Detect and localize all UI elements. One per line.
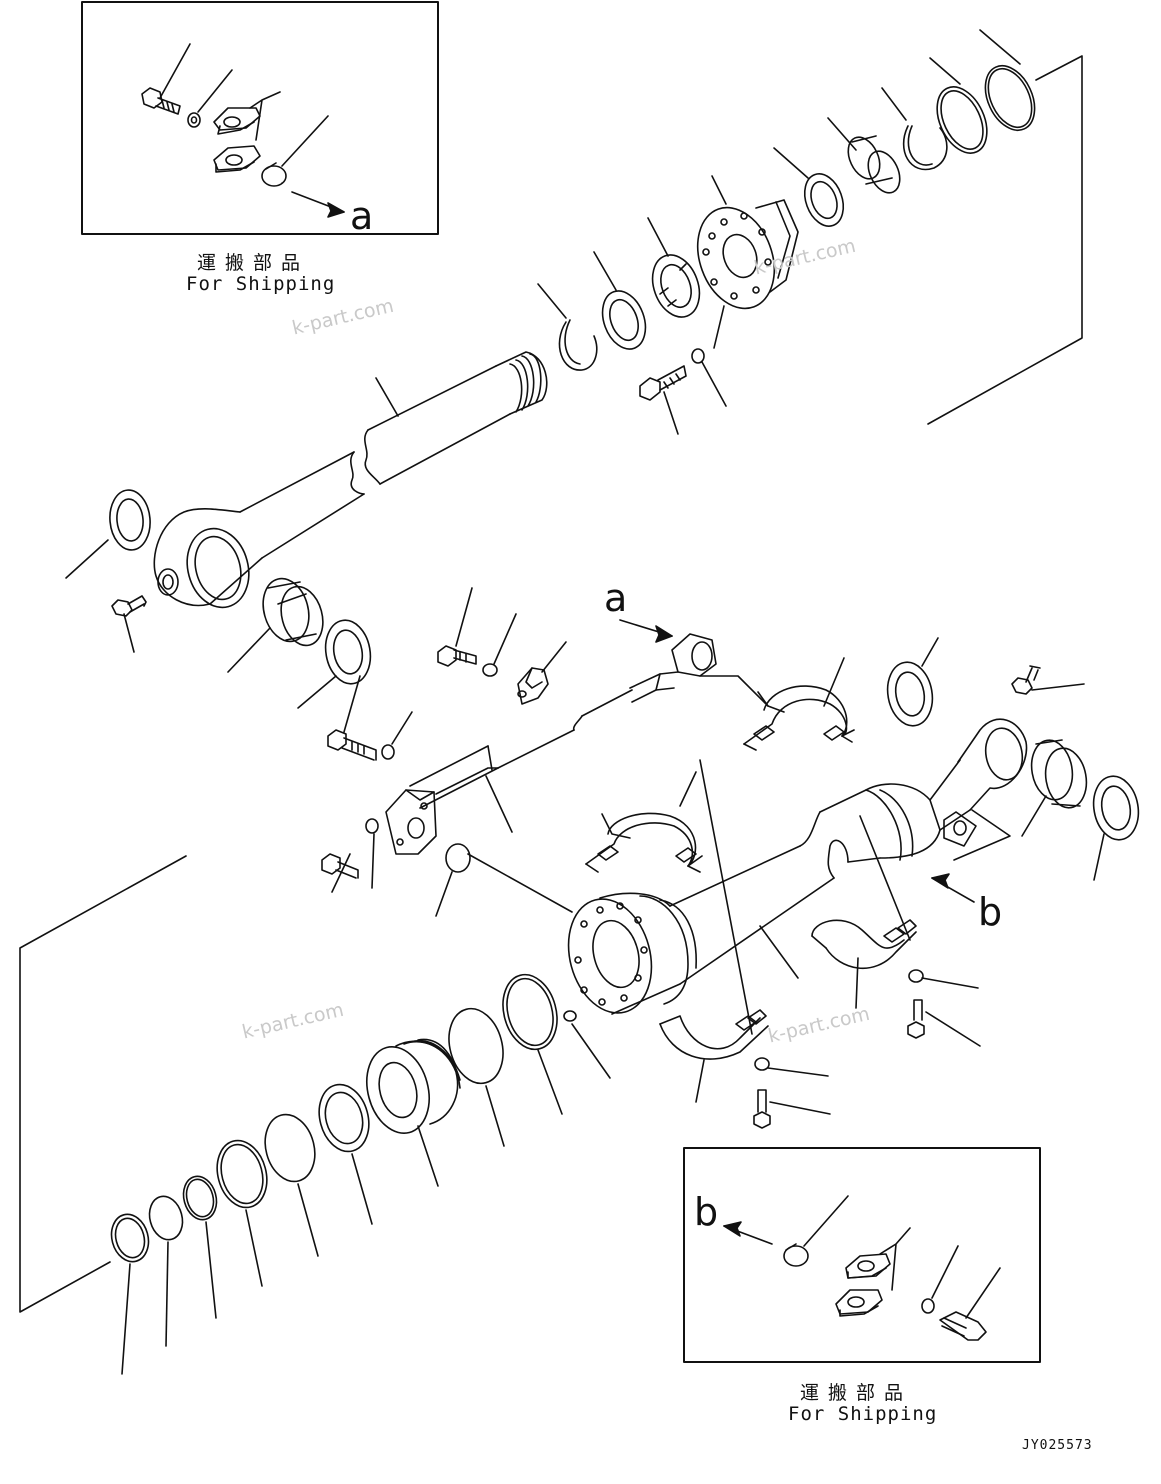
backup-ring-small xyxy=(182,1175,218,1319)
ref-b-label: b xyxy=(978,890,1003,934)
set-screw xyxy=(563,1010,611,1079)
shipping-box-bottom-frame xyxy=(683,1147,1041,1363)
split-flange-lower xyxy=(385,789,437,855)
shipping-top-label-en: For Shipping xyxy=(186,273,336,295)
shipping-top-leader xyxy=(249,91,281,141)
backup-ring xyxy=(929,57,988,154)
bracket-line-top-right xyxy=(927,55,1083,425)
bottom-end-bushing xyxy=(1021,739,1088,837)
shipping-bottom-label-jp: 運搬部品 xyxy=(800,1382,913,1404)
flange-bolt-lower-2 xyxy=(321,853,359,893)
arrow-to-a-top xyxy=(291,191,345,218)
bottom-end-seal xyxy=(886,637,939,727)
flange-washer-upper xyxy=(482,613,517,677)
cylinder-head xyxy=(696,175,799,349)
shipping-box-top-frame xyxy=(81,1,439,235)
ref-a-label: a xyxy=(604,576,628,620)
snap-ring xyxy=(881,87,948,171)
flange-washer-lower-2 xyxy=(365,818,379,889)
rod-end-dust-seal xyxy=(297,619,372,709)
rod-end-eye xyxy=(153,508,263,609)
ref-a-elbow xyxy=(629,633,717,703)
shipping-bottom-label-en: For Shipping xyxy=(788,1403,938,1425)
cushion-ring xyxy=(318,1083,373,1225)
wear-ring-1 xyxy=(502,973,563,1115)
clamp-bottom-washer xyxy=(754,1057,829,1077)
wear-ring-2 xyxy=(448,1007,505,1147)
dust-seal xyxy=(773,147,845,227)
cylinder-tube xyxy=(567,718,1028,1015)
ref-a-arrow xyxy=(619,619,673,643)
clamp-lower-right xyxy=(811,815,917,1009)
shipping-bottom-leader xyxy=(879,1227,911,1291)
shipping-top-label-jp: 運搬部品 xyxy=(197,252,310,274)
flange-washer-lower-1 xyxy=(381,711,413,760)
shipping-top-washer xyxy=(187,69,233,128)
flange-bolt-upper xyxy=(437,587,477,667)
rod-packing xyxy=(593,251,647,350)
bottom-end-dust-seal xyxy=(1092,775,1140,881)
shipping-top-bolt xyxy=(141,43,191,115)
hydraulic-pipe xyxy=(409,689,633,833)
grease-fitting-top xyxy=(111,595,147,653)
shipping-top-flange-half-1 xyxy=(213,107,261,135)
drawing-code: JY025573 xyxy=(1022,1438,1093,1453)
shipping-bottom-flange-half-1 xyxy=(845,1253,891,1279)
rod-end-seal xyxy=(65,489,151,579)
head-bolt-washer xyxy=(691,348,727,407)
ref-b-arrow xyxy=(931,809,1011,903)
snap-ring-piston xyxy=(110,1213,150,1375)
rod-end-bushing xyxy=(227,577,324,673)
o-ring-small xyxy=(435,843,573,917)
bushing-top xyxy=(827,117,901,194)
piston-ring xyxy=(264,1113,319,1257)
clamp-upper-right xyxy=(699,657,855,751)
shipping-bottom-washer xyxy=(921,1245,959,1314)
rod-snap-ring xyxy=(537,283,598,371)
shipping-top-flange-half-2 xyxy=(213,145,261,173)
piston-rod xyxy=(239,351,548,559)
shipping-bottom-flange-half-2 xyxy=(835,1289,883,1317)
bracket-line-bottom-left xyxy=(19,855,187,1313)
split-flange-upper xyxy=(517,641,567,705)
flange-bolt-lower-1 xyxy=(327,675,377,761)
clamp-lower-bolt xyxy=(907,999,981,1047)
head-bolt xyxy=(639,365,687,435)
clamp-bottom-center xyxy=(659,759,769,1103)
clamp-bottom-bolt xyxy=(753,1089,831,1129)
shipping-bottom-plug xyxy=(783,1195,849,1267)
clamp-lower-washer xyxy=(908,969,979,989)
piston xyxy=(366,1038,461,1187)
clamp-upper-left xyxy=(585,771,703,873)
shipping-bottom-ref-b: b xyxy=(694,1190,719,1234)
o-ring-piston xyxy=(148,1195,184,1347)
o-ring-large xyxy=(979,29,1036,131)
shipping-top-ref-a: a xyxy=(350,194,374,238)
shipping-bottom-bolt xyxy=(939,1267,1001,1341)
grease-fitting-bottom xyxy=(1011,665,1085,695)
buffer-ring xyxy=(647,217,701,318)
arrow-to-b-bottom xyxy=(723,1221,773,1245)
shipping-top-plug xyxy=(261,115,329,187)
slipper-ring xyxy=(216,1139,268,1287)
